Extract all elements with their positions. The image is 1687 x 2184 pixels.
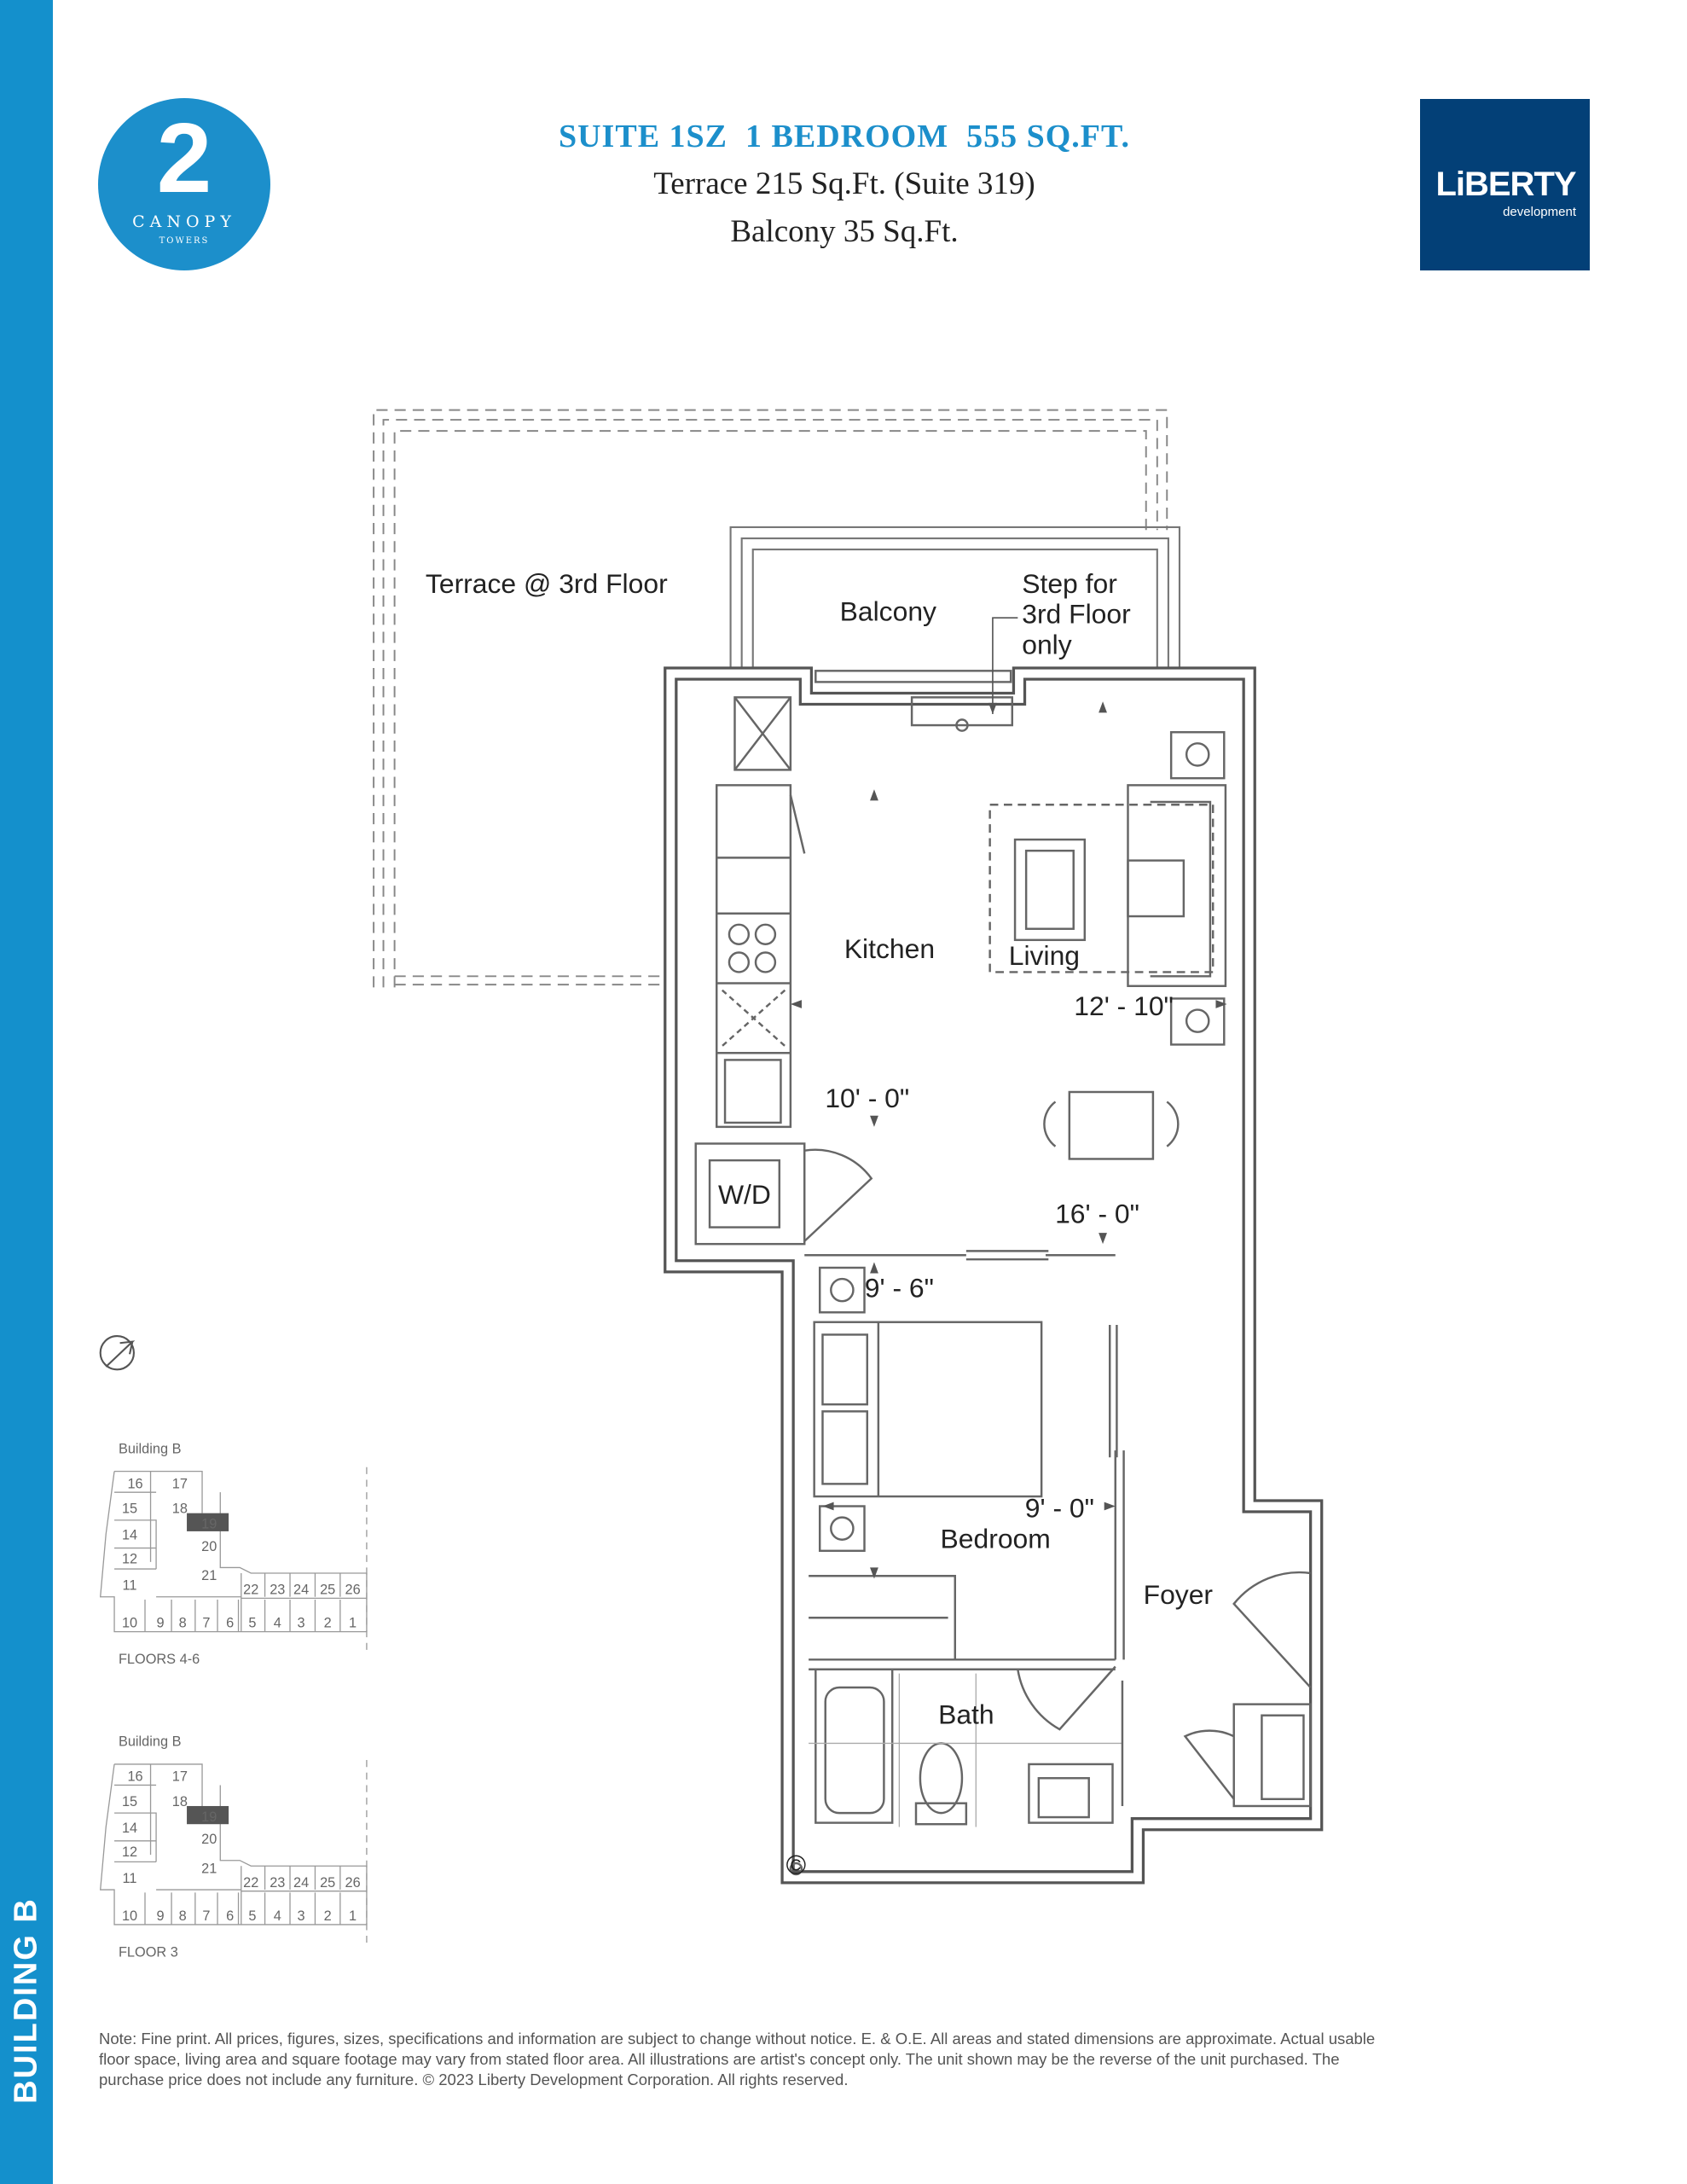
length-dimension: 16' - 0" (1055, 1199, 1139, 1229)
key-plan-unit: 14 (122, 1821, 137, 1836)
foyer-label: Foyer (1144, 1579, 1214, 1610)
key-plan-unit: 19 (201, 1809, 217, 1825)
key-plan-unit: 25 (320, 1875, 335, 1891)
north-arrow-icon (99, 1335, 136, 1371)
building-sidebar: BUILDING B (0, 0, 53, 2184)
key-plan-unit: 11 (123, 1871, 137, 1886)
key-plan-unit: 17 (172, 1476, 188, 1491)
logo-name: CANOPY (132, 212, 236, 231)
living-dimension: 12' - 10" (1074, 990, 1174, 1021)
key-plan-unit: 1 (349, 1908, 357, 1924)
interior-details (694, 670, 1312, 1876)
key-plan-unit: 8 (179, 1616, 187, 1631)
key-plan-unit: 25 (320, 1582, 335, 1597)
key-plan-unit: 10 (122, 1908, 137, 1924)
key-plan-unit: 4 (274, 1616, 281, 1631)
living-label: Living (1009, 940, 1080, 971)
logo-sub: TOWERS (159, 236, 210, 246)
bedroom-label: Bedroom (941, 1524, 1051, 1554)
key-plan-unit: 20 (201, 1832, 217, 1847)
terrace-area: Terrace 215 Sq.Ft. (Suite 319) (653, 166, 1035, 201)
key-plan-floors-label: FLOORS 4-6 (119, 1652, 200, 1667)
key-plan-unit: 6 (226, 1908, 234, 1924)
step-label-3: only (1022, 630, 1072, 660)
key-plan-unit: 7 (202, 1908, 210, 1924)
key-plan-unit: 22 (243, 1582, 258, 1597)
washer-dryer-label: W/D (718, 1179, 771, 1210)
step-label-2: 3rd Floor (1022, 599, 1131, 630)
key-plan-unit: 8 (179, 1908, 187, 1924)
canopy-towers-logo: 2 CANOPY TOWERS (98, 98, 270, 270)
key-plan-unit: 26 (345, 1582, 360, 1597)
room-labels: Terrace @ 3rd Floor Balcony Step for 3rd… (426, 568, 1214, 1880)
key-plan-unit: 7 (202, 1616, 210, 1631)
logo-number: 2 (156, 102, 212, 213)
key-plan-unit: 23 (270, 1582, 285, 1597)
balcony-outline (729, 526, 1181, 669)
balcony-area: Balcony 35 Sq.Ft. (730, 214, 959, 249)
kitchen-label: Kitchen (844, 933, 935, 964)
key-plan-unit: 18 (172, 1794, 188, 1809)
key-plan-unit: 19 (201, 1517, 217, 1532)
key-plan-unit: 23 (270, 1875, 285, 1891)
key-plan-unit: 3 (298, 1908, 305, 1924)
key-plan-unit: 16 (127, 1769, 142, 1785)
key-plan-unit: 24 (293, 1875, 309, 1891)
key-plan-unit: 24 (293, 1582, 309, 1597)
key-plan-unit: 5 (248, 1908, 256, 1924)
key-plan-unit: 14 (122, 1528, 137, 1543)
liberty-logo: LiBERTY development (1420, 99, 1590, 270)
terrace-outline (373, 409, 1168, 988)
key-plan-unit: 1 (349, 1616, 357, 1631)
suite-title: SUITE 1SZ 1 BEDROOM 555 SQ.FT. (558, 119, 1131, 154)
key-plan-unit: 4 (274, 1908, 281, 1924)
kitchen-dimension: 10' - 0" (825, 1083, 909, 1113)
balcony-label: Balcony (840, 595, 936, 626)
key-plan-unit: 21 (201, 1861, 217, 1876)
key-plan-unit: 6 (226, 1616, 234, 1631)
dimension-arrows (790, 701, 1227, 1579)
key-plan-unit: 16 (127, 1476, 142, 1491)
key-plan-unit: 3 (298, 1616, 305, 1631)
copyright-mark: © (786, 1850, 806, 1880)
key-plan-unit: 26 (345, 1875, 360, 1891)
key-plan-unit: 5 (248, 1616, 256, 1631)
key-plan-unit: 2 (324, 1616, 332, 1631)
key-plan-unit: 11 (123, 1578, 137, 1594)
fine-print-note: Note: Fine print. All prices, figures, s… (99, 2030, 1376, 2088)
key-plan-building-label: Building B (119, 1734, 182, 1750)
key-plan-unit: 20 (201, 1539, 217, 1554)
key-plan-unit: 2 (324, 1908, 332, 1924)
key-plan-floors-label: FLOOR 3 (119, 1945, 178, 1960)
key-plan-unit: 18 (172, 1502, 188, 1517)
key-plan-unit: 12 (122, 1844, 137, 1860)
key-plan-unit: 22 (243, 1875, 258, 1891)
bedroom-dimension: 9' - 0" (1025, 1493, 1094, 1524)
key-plan-unit: 9 (156, 1616, 164, 1631)
key-plan-unit: 9 (156, 1908, 164, 1924)
step-label-1: Step for (1022, 568, 1117, 599)
key-plan-unit: 17 (172, 1769, 188, 1785)
bedroom-width-dimension: 9' - 6" (865, 1272, 934, 1303)
key-plan-unit: 10 (122, 1616, 137, 1631)
brand-name: LiBERTY (1435, 166, 1576, 203)
key-plan-building-label: Building B (119, 1441, 182, 1456)
key-plan-unit: 21 (201, 1568, 217, 1583)
bath-label: Bath (938, 1699, 994, 1730)
key-plan-unit: 15 (122, 1794, 137, 1809)
brand-sub: development (1503, 205, 1576, 219)
key-plan-unit: 12 (122, 1552, 137, 1567)
exterior-walls (664, 666, 1324, 1885)
terrace-label: Terrace @ 3rd Floor (426, 568, 668, 599)
key-plan-unit: 15 (122, 1502, 137, 1517)
